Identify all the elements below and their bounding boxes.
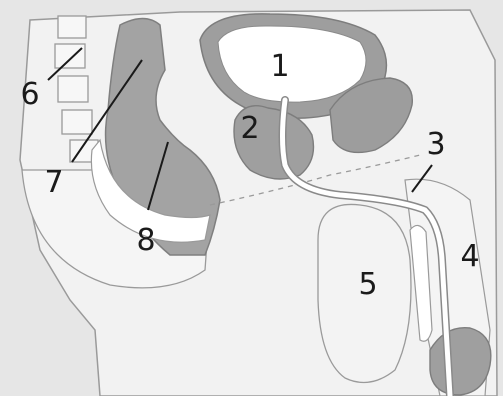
label-4: 4 — [456, 242, 484, 272]
label-5: 5 — [354, 270, 382, 300]
label-3: 3 — [422, 130, 450, 160]
glans — [430, 328, 491, 395]
label-6: 6 — [16, 80, 44, 110]
label-2: 2 — [236, 114, 264, 144]
label-7: 7 — [40, 168, 68, 198]
label-8: 8 — [132, 226, 160, 256]
label-1: 1 — [266, 52, 294, 82]
